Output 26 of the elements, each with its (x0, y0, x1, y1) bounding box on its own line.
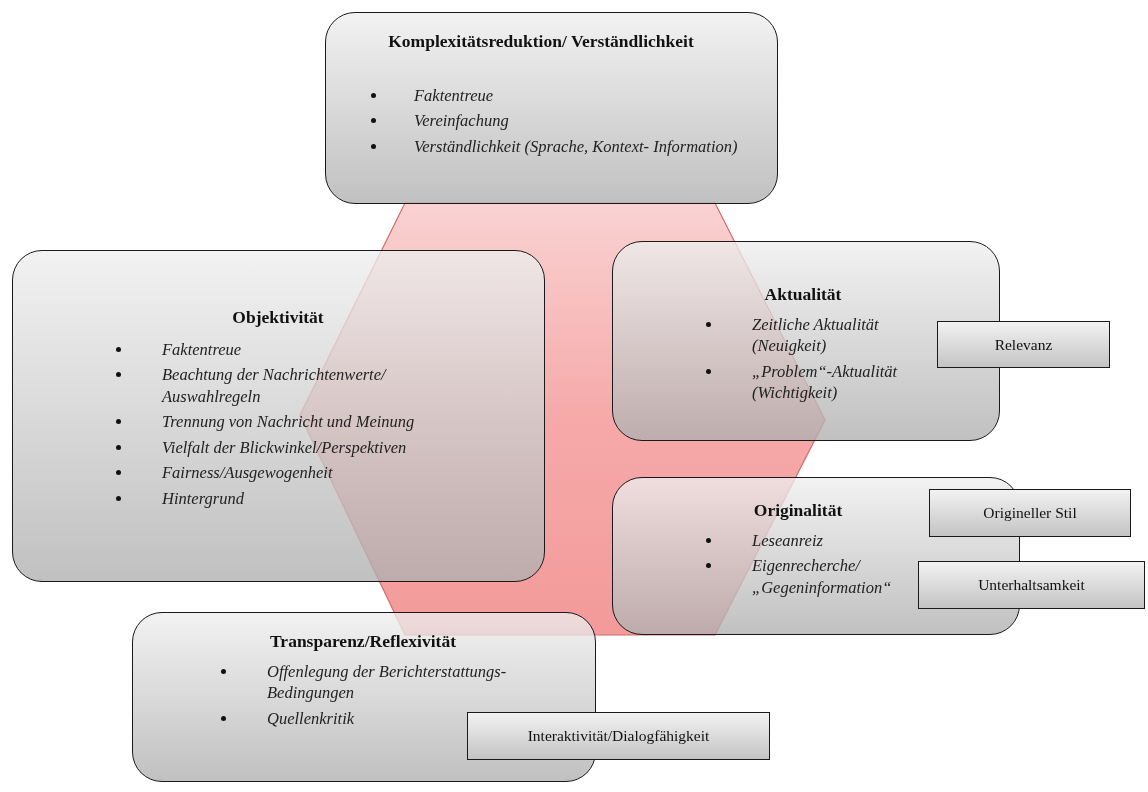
list-item: Verständlichkeit (Sprache, Kontext- Information) (414, 135, 738, 158)
list-item: Beachtung der Nachrichtenwerte/ Auswahlregeln (162, 364, 388, 408)
list-item: Vereinfachung (414, 110, 509, 132)
list-item: Offenlegung der Berichterstattungs- Bedingungen (267, 661, 507, 704)
card-heading: Transparenz/Reflexivität (269, 631, 457, 653)
card-heading: Komplexitätsreduktion/ Verständlichkeit (387, 31, 695, 53)
card-heading: Originalität (752, 500, 844, 522)
list-item: Faktentreue (414, 85, 494, 107)
category-card (12, 250, 545, 582)
card-heading: Objektivität (231, 307, 325, 329)
list-item: Zeitliche Aktualität (Neuigkeit) (752, 314, 880, 357)
list-item: Faktentreue (162, 339, 242, 361)
list-item: Vielfalt der Blickwinkel/Perspektiven (162, 436, 407, 459)
list-item: Fairness/Ausgewogenheit (162, 462, 333, 484)
list-item: Leseanreiz (752, 530, 823, 552)
label-box: Unterhaltsamkeit (918, 561, 1145, 609)
list-item: „Problem“-Aktualität (Wichtigkeit) (752, 360, 899, 404)
label-box: Relevanz (937, 321, 1110, 368)
label-box: Origineller Stil (929, 489, 1131, 537)
category-card (325, 12, 778, 204)
list-item: Hintergrund (162, 487, 244, 510)
list-item: Trennung von Nachricht und Meinung (162, 411, 415, 433)
list-item: Quellenkritik (267, 707, 355, 730)
label-box: Interaktivität/Dialogfähigkeit (467, 712, 770, 760)
card-heading: Aktualität (763, 284, 843, 306)
list-item: Eigenrecherche/ „Gegeninformation“ (752, 555, 893, 599)
